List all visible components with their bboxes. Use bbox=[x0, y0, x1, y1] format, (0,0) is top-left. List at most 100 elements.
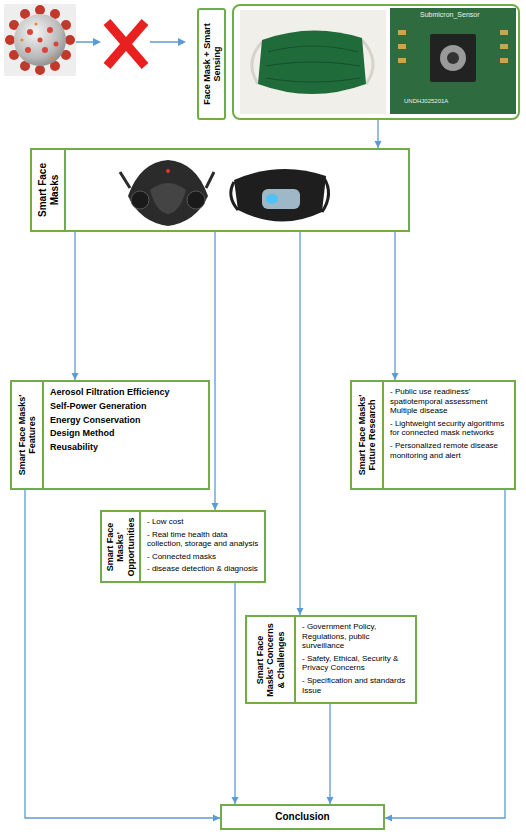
section-heading: Smart Face Masks' Opportunities bbox=[105, 516, 136, 577]
board-marking: Submicron_Sensor bbox=[420, 11, 480, 18]
connector bbox=[327, 704, 334, 804]
virus-dot bbox=[20, 38, 23, 41]
virus-illustration bbox=[4, 4, 76, 76]
list-item: Self-Power Generation bbox=[50, 401, 203, 412]
arrowhead bbox=[213, 815, 220, 822]
list-item: - Lightweight security algorithms for co… bbox=[390, 419, 509, 438]
section-heading: Smart Face Masks' Concerns & Challenges bbox=[255, 621, 286, 698]
connector-line bbox=[74, 232, 75, 380]
heading-cell: Face Mask + Smart Sensing bbox=[197, 8, 226, 120]
mask-fabric bbox=[234, 169, 326, 222]
virus-spike bbox=[35, 5, 45, 15]
list-item: Aerosol Filtration Efficiency bbox=[50, 387, 203, 398]
box-content: Conclusion bbox=[222, 806, 383, 828]
connector-line bbox=[299, 232, 300, 615]
connector-line bbox=[214, 232, 215, 510]
flow-arrow-line bbox=[76, 41, 94, 43]
virus-spike bbox=[35, 65, 45, 75]
sensor-module bbox=[262, 189, 300, 209]
item-list: Aerosol Filtration EfficiencySelf-Power … bbox=[12, 382, 208, 460]
solder-pad bbox=[500, 44, 508, 49]
arrowhead bbox=[72, 373, 79, 380]
fabric-fold bbox=[266, 78, 360, 82]
virus-dot bbox=[47, 27, 53, 33]
photo-ground bbox=[240, 10, 386, 114]
heading-cell: Smart Face Masks' Features bbox=[12, 382, 44, 488]
heading-cell: Smart Face Masks' Opportunities bbox=[102, 512, 141, 581]
item-list: - Government Policy, Regulations, public… bbox=[247, 617, 415, 702]
arrowhead bbox=[375, 141, 382, 148]
virus-dot bbox=[50, 56, 53, 59]
list-item: - Safety, Ethical, Security & Privacy Co… bbox=[302, 654, 410, 673]
virus-dot bbox=[34, 22, 37, 25]
connector bbox=[392, 232, 399, 380]
sensor-aperture bbox=[447, 52, 459, 64]
item-list: - Public use readiness' spatiotemporal a… bbox=[352, 382, 514, 467]
virus-spike bbox=[65, 35, 75, 45]
sensor-chip bbox=[430, 34, 476, 82]
section-heading: Face Mask + Smart Sensing bbox=[201, 13, 222, 115]
virus-dot bbox=[54, 42, 59, 47]
connector-line bbox=[329, 704, 330, 804]
list-item: - Government Policy, Regulations, public… bbox=[302, 622, 410, 651]
list-item: - disease detection & diagnosis bbox=[147, 564, 259, 574]
sensor-window bbox=[440, 45, 466, 71]
connector bbox=[375, 120, 382, 148]
list-item: - Specification and standards Issue bbox=[302, 676, 410, 695]
heading-cell: Smart Face Masks' Future Research bbox=[352, 382, 384, 488]
solder-pad bbox=[398, 58, 406, 63]
connector bbox=[297, 232, 304, 615]
fabric-fold bbox=[268, 46, 358, 52]
item-list bbox=[32, 150, 408, 159]
list-item: Reusability bbox=[50, 442, 203, 453]
mask-fabric bbox=[258, 30, 366, 94]
concept-box: Smart Face Masks bbox=[30, 148, 410, 232]
mask-panel bbox=[150, 183, 186, 214]
section-heading: Smart Face Masks' Features bbox=[17, 386, 38, 484]
category-box: Smart Face Masks' Future Research- Publi… bbox=[350, 380, 516, 490]
conclusion-box: Conclusion bbox=[220, 804, 385, 830]
arrowhead bbox=[297, 608, 304, 615]
connector-line bbox=[394, 232, 395, 380]
board-marking: UNDHJ025201A bbox=[404, 98, 448, 104]
respirator-mask-image bbox=[120, 160, 214, 226]
solder-pad bbox=[500, 58, 508, 63]
blue-light bbox=[266, 194, 278, 204]
virus-spike bbox=[5, 35, 15, 45]
solder-pad bbox=[500, 30, 508, 35]
cross-stroke bbox=[107, 22, 145, 66]
box-label: Conclusion bbox=[228, 811, 377, 823]
solder-pad bbox=[398, 30, 406, 35]
list-item: Energy Conservation bbox=[50, 415, 203, 426]
arrowhead bbox=[232, 797, 239, 804]
mask-strap bbox=[120, 172, 130, 188]
photo-panel: Face Mask + Smart Sensing bbox=[232, 4, 520, 120]
cloth-mask-photo bbox=[240, 10, 386, 114]
virus-dot bbox=[38, 38, 43, 43]
list-item: - Low cost bbox=[147, 517, 259, 527]
virus-dot bbox=[42, 47, 48, 53]
flow-arrow-line bbox=[150, 41, 179, 43]
section-heading: Smart Face Masks' Future Research bbox=[357, 386, 378, 484]
connector bbox=[72, 232, 79, 380]
arrowhead bbox=[392, 373, 399, 380]
connector bbox=[212, 232, 219, 510]
pcb-board bbox=[390, 8, 516, 114]
heading-cell: Smart Face Masks bbox=[32, 150, 66, 230]
connector-line bbox=[234, 583, 235, 804]
category-box: Smart Face Masks' FeaturesAerosol Filtra… bbox=[10, 380, 210, 490]
item-list: - Low cost- Real time health data collec… bbox=[102, 512, 264, 581]
category-box: Smart Face Masks' Opportunities- Low cos… bbox=[100, 510, 266, 583]
arrowhead bbox=[385, 815, 392, 822]
mask-strap bbox=[206, 172, 214, 188]
filter-disc bbox=[131, 191, 149, 209]
status-led bbox=[166, 169, 170, 173]
virus-dot bbox=[27, 29, 33, 35]
cloth-smart-mask-image bbox=[231, 169, 329, 222]
category-box: Smart Face Masks' Concerns & Challenges-… bbox=[245, 615, 417, 704]
filter-disc bbox=[187, 191, 205, 209]
flow-arrowhead bbox=[178, 38, 186, 46]
list-item: Design Method bbox=[50, 428, 203, 439]
connector bbox=[232, 583, 239, 804]
